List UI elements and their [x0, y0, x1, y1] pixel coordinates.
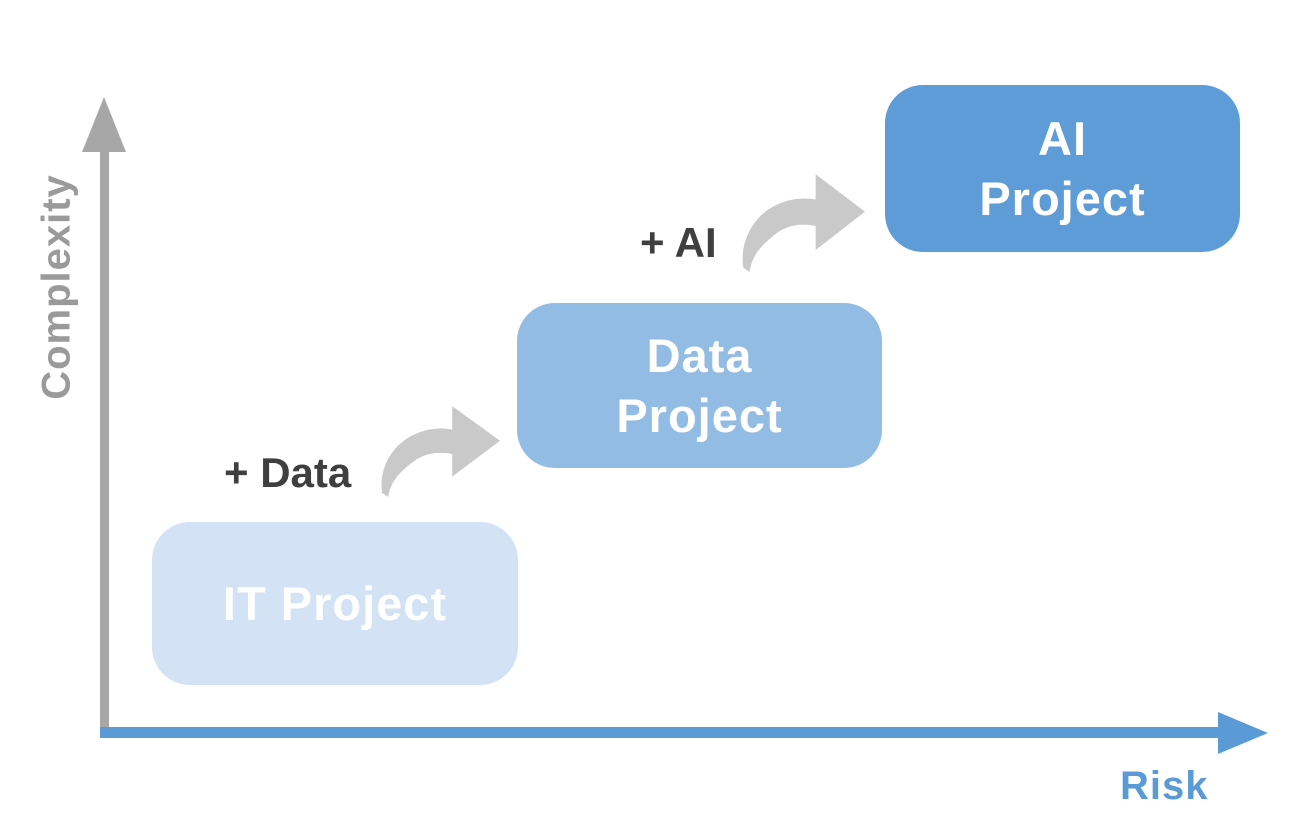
risk-axis-arrowhead-icon: [1218, 712, 1268, 754]
complexity-axis-label: Complexity: [34, 174, 79, 400]
data-project-label-line2: Project: [616, 388, 783, 442]
curved-arrow-icon: [742, 174, 865, 272]
risk-axis-label: Risk: [1120, 764, 1209, 808]
risk-axis-line: [100, 727, 1218, 738]
complexity-axis-line: [100, 150, 109, 735]
it-project-box: IT Project: [152, 522, 518, 685]
ai-project-box: AI Project: [885, 85, 1240, 252]
curved-arrow-shape: [742, 174, 865, 272]
data-project-label-line1: Data: [646, 328, 753, 382]
it-project-label: IT Project: [222, 576, 448, 630]
ai-project-label-line2: Project: [979, 171, 1146, 225]
curved-arrow-icon: [381, 406, 500, 497]
data-project-box: Data Project: [517, 303, 882, 468]
complexity-axis-arrowhead-icon: [82, 97, 126, 152]
plus-data-label: + Data: [224, 449, 352, 496]
ai-project-label-line1: AI: [1038, 111, 1087, 165]
curved-arrow-shape: [381, 406, 500, 497]
plus-ai-label: + AI: [640, 219, 717, 266]
